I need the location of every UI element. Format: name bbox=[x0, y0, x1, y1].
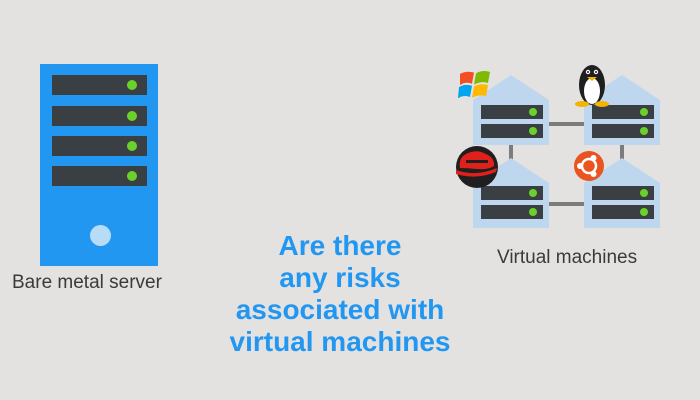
headline-line: associated with bbox=[235, 294, 445, 325]
vm-connectors bbox=[509, 122, 624, 206]
windows-logo-icon bbox=[458, 71, 490, 99]
status-led-icon bbox=[127, 141, 137, 151]
vm-server-icon bbox=[473, 75, 549, 145]
status-led-icon bbox=[127, 80, 137, 90]
status-led-icon bbox=[127, 111, 137, 121]
linux-tux-icon bbox=[575, 65, 609, 107]
server-drive-slot bbox=[52, 136, 147, 156]
server-drive-slot bbox=[52, 75, 147, 95]
headline-line: Are there bbox=[278, 230, 402, 261]
status-led-icon bbox=[127, 171, 137, 181]
power-button-icon bbox=[90, 225, 111, 246]
headline-line: virtual machines bbox=[229, 326, 451, 357]
headline: Are there any risks associated with virt… bbox=[205, 230, 475, 358]
virtual-machines-label: Virtual machines bbox=[497, 247, 638, 268]
headline-line: any risks bbox=[279, 262, 401, 293]
server-drive-slot bbox=[52, 166, 147, 186]
bare-metal-label: Bare metal server bbox=[12, 272, 162, 293]
ubuntu-logo-icon bbox=[574, 151, 604, 181]
vm-server-icon bbox=[584, 158, 660, 228]
server-drive-slot bbox=[52, 106, 147, 126]
redhat-logo-icon bbox=[456, 146, 498, 188]
bare-metal-server-icon bbox=[40, 64, 158, 266]
